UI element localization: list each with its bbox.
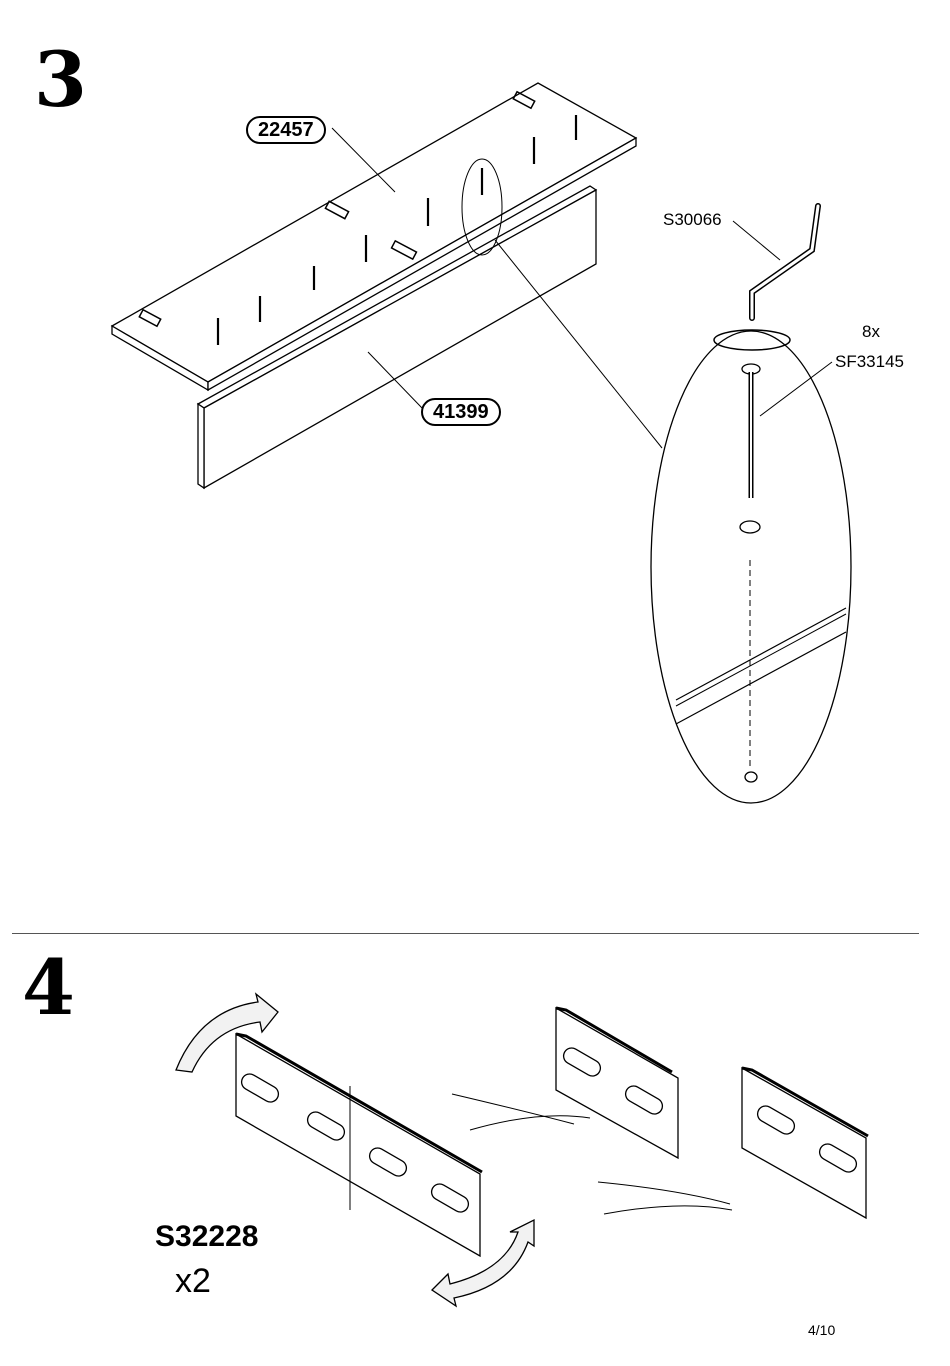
step3-illustration bbox=[0, 0, 950, 930]
step-number-3: 3 bbox=[34, 42, 87, 118]
screw-code-label: SF33145 bbox=[835, 352, 904, 372]
section-divider bbox=[12, 933, 919, 934]
bend-arrow-top-icon bbox=[176, 994, 278, 1072]
part-label-top-board: 22457 bbox=[246, 116, 326, 144]
bend-arrow-bottom-icon bbox=[432, 1220, 534, 1306]
bracket-half-left bbox=[556, 1008, 678, 1158]
part-label-front-board: 41399 bbox=[421, 398, 501, 426]
screw-quantity-label: 8x bbox=[862, 322, 880, 342]
page-number: 4/10 bbox=[808, 1322, 835, 1338]
part-quantity-label: x2 bbox=[175, 1262, 211, 1301]
part-code-label: S32228 bbox=[155, 1220, 258, 1254]
bracket-half-right bbox=[742, 1068, 868, 1218]
screw-icon bbox=[742, 364, 760, 498]
tool-code-label: S30066 bbox=[663, 210, 722, 230]
step-number-4: 4 bbox=[22, 950, 75, 1026]
allen-key-icon bbox=[752, 206, 818, 318]
bracket-long bbox=[236, 1034, 482, 1256]
